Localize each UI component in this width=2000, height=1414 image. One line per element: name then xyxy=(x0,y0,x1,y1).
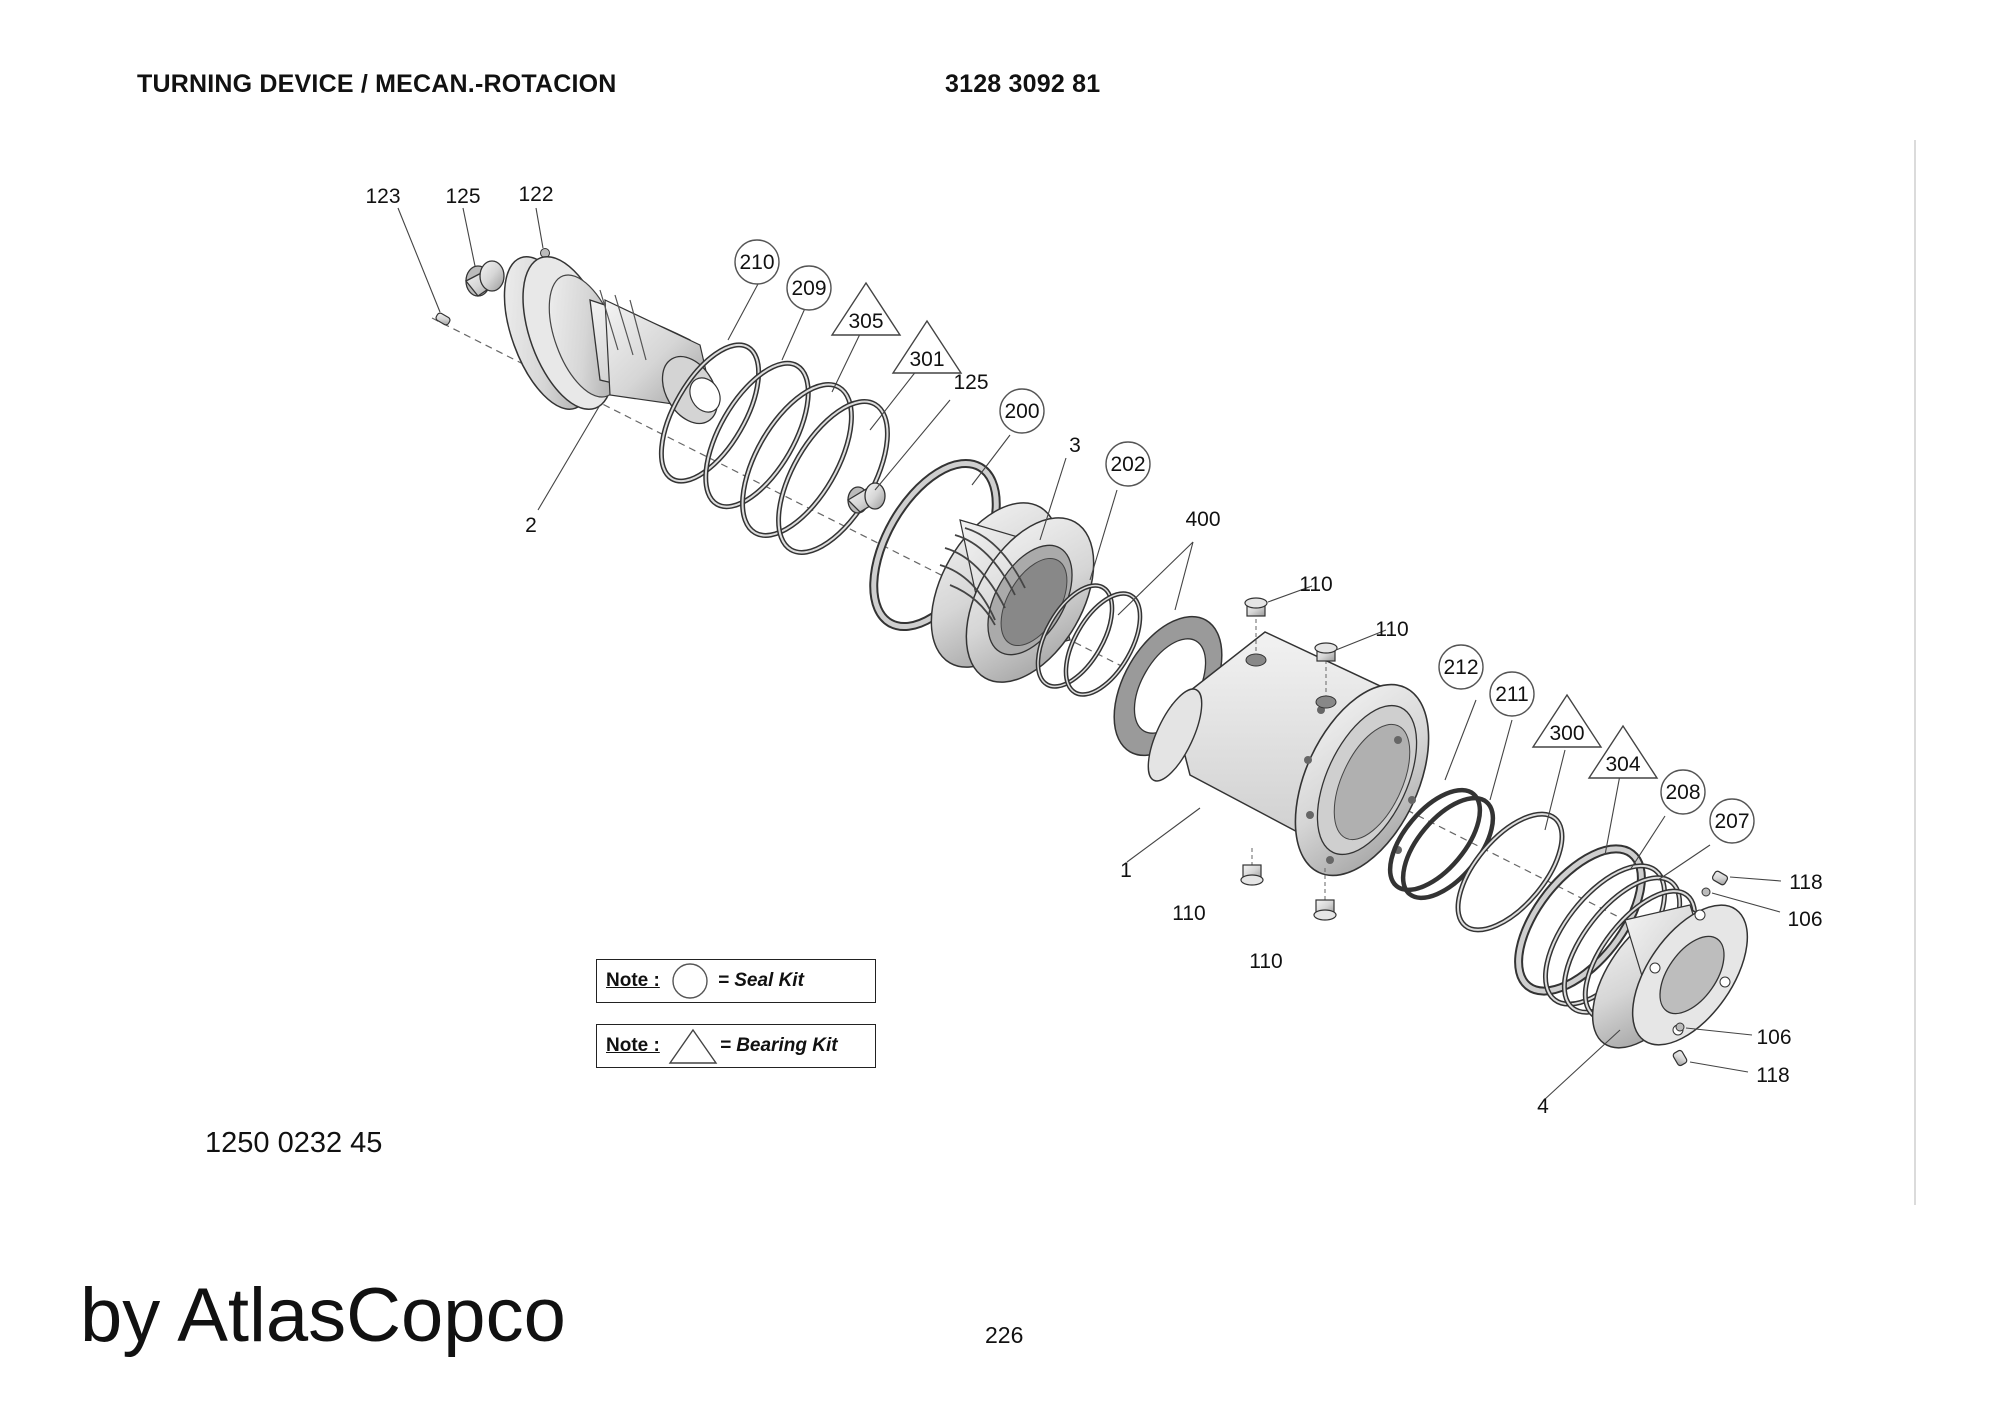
bearing-kit-triangle-icon xyxy=(668,1028,718,1064)
bearing-kit-note: Note : = Bearing Kit xyxy=(596,1024,876,1068)
part-106-ball-bottom xyxy=(1675,1022,1685,1032)
part-label-3: 3 xyxy=(1069,434,1081,457)
seal-kit-label-200: 200 xyxy=(1004,400,1039,423)
part-2-spindle xyxy=(503,255,721,425)
part-label-4: 4 xyxy=(1537,1095,1549,1118)
part-125-bushing xyxy=(464,260,505,297)
part-label-110-bottom-2: 110 xyxy=(1249,950,1282,973)
part-3-helical-nut xyxy=(930,502,1095,683)
part-label-118-bottom: 118 xyxy=(1756,1064,1789,1087)
seal-kit-note-text: = Seal Kit xyxy=(717,970,804,991)
bearing-ring-300 xyxy=(1514,844,1646,996)
part-label-106-top: 106 xyxy=(1787,908,1822,931)
part-4-end-cap xyxy=(1591,904,1749,1049)
part-label-110-bottom-1: 110 xyxy=(1172,902,1205,925)
bearing-kit-callouts xyxy=(830,281,1659,779)
bearing-ring-305 xyxy=(740,382,854,538)
bearing-kit-label-304: 304 xyxy=(1605,753,1640,776)
leader-lines xyxy=(397,207,1782,1101)
seal-kit-label-211: 211 xyxy=(1495,683,1528,706)
part-label-118-top: 118 xyxy=(1789,871,1822,894)
part-1-housing xyxy=(1147,612,1430,900)
seal-ring-202 xyxy=(1035,583,1143,697)
part-label-125-top: 125 xyxy=(445,185,480,208)
seal-kit-note-label: Note : xyxy=(606,970,660,991)
part-label-1: 1 xyxy=(1120,859,1132,882)
page-number: 226 xyxy=(985,1322,1024,1348)
seal-ring-210 xyxy=(658,342,762,484)
part-label-400: 400 xyxy=(1185,508,1220,531)
part-110-plug-bottom-2 xyxy=(1313,899,1337,921)
part-label-2: 2 xyxy=(525,514,537,537)
part-label-110-top-2: 110 xyxy=(1375,618,1408,641)
seal-kit-label-202: 202 xyxy=(1110,453,1145,476)
brand-logo-text: by AtlasCopco xyxy=(80,1273,566,1358)
part-number: 3128 3092 81 xyxy=(945,70,1101,98)
bearing-kit-label-300: 300 xyxy=(1549,722,1584,745)
part-106-ball-top xyxy=(1701,887,1711,897)
seal-kit-label-210: 210 xyxy=(739,251,774,274)
document-number: 1250 0232 45 xyxy=(205,1127,383,1159)
part-125-bushing-middle xyxy=(846,482,886,514)
part-label-123: 123 xyxy=(365,185,400,208)
seal-kit-note: Note : = Seal Kit xyxy=(596,959,876,1003)
part-118-screw-top xyxy=(1711,870,1729,886)
seal-ring-209 xyxy=(703,360,811,510)
part-110-plug-bottom-1 xyxy=(1240,864,1264,886)
part-label-106-bottom: 106 xyxy=(1756,1026,1791,1049)
seal-kit-callouts xyxy=(734,239,1755,844)
part-123-pin xyxy=(435,312,451,326)
part-118-screw-bottom xyxy=(1672,1049,1688,1067)
part-label-125-middle: 125 xyxy=(953,371,988,394)
page-title: TURNING DEVICE / MECAN.-ROTACION xyxy=(137,70,617,98)
seal-ring-211 xyxy=(1455,811,1565,933)
seal-kit-label-208: 208 xyxy=(1665,781,1700,804)
seal-kit-label-212: 212 xyxy=(1443,656,1478,679)
part-110-plug-top-2 xyxy=(1314,642,1338,662)
part-label-122: 122 xyxy=(518,183,553,206)
part-label-110-top-1: 110 xyxy=(1299,573,1332,596)
bearing-kit-note-text: = Bearing Kit xyxy=(719,1035,838,1056)
seal-kit-label-207: 207 xyxy=(1714,810,1749,833)
seal-kit-label-209: 209 xyxy=(791,277,826,300)
bearing-kit-label-305: 305 xyxy=(848,310,883,333)
seal-kit-circle-icon xyxy=(672,963,708,999)
bearing-kit-label-301: 301 xyxy=(909,348,944,371)
bearing-kit-note-label: Note : xyxy=(606,1035,660,1056)
part-110-plug-top-1 xyxy=(1244,597,1268,617)
